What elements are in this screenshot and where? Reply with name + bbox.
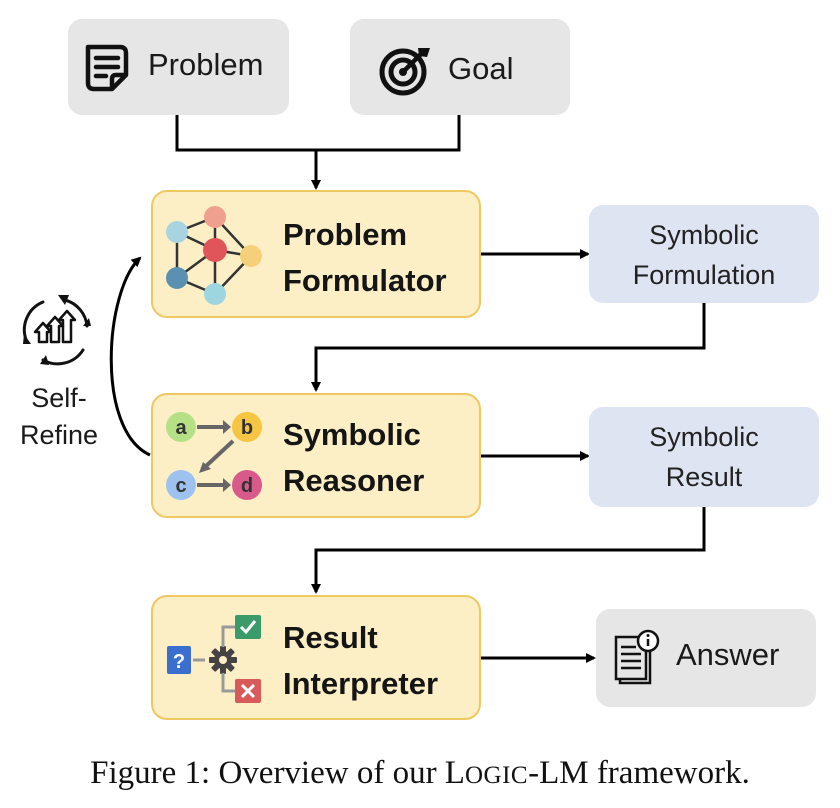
problem-input-box: Problem: [68, 19, 289, 115]
document-icon: [85, 44, 129, 92]
reasoner-title: Symbolic Reasoner: [283, 412, 424, 504]
self-refine-label: Self- Refine: [0, 380, 118, 454]
node-d-label: d: [241, 475, 253, 497]
answer-label: Answer: [676, 637, 780, 672]
formulation-line1: Symbolic: [649, 220, 759, 250]
symbolic-result-box: Symbolic Result: [589, 407, 819, 507]
problem-label: Problem: [148, 47, 264, 82]
problem-formulator-module: Problem Formulator: [151, 190, 481, 318]
result-line2: Result: [665, 462, 743, 492]
formulator-title-line1: Problem: [283, 217, 408, 252]
symbolic-formulation-box: Symbolic Formulation: [589, 205, 819, 303]
goal-input-box: Goal: [350, 19, 570, 115]
caption-smallcaps: OGIC: [464, 762, 529, 789]
self-refine-arrow: [109, 256, 151, 457]
result-to-interpreter-arrow: [311, 507, 706, 594]
self-refine-icon: [22, 295, 91, 366]
node-a-label: a: [175, 417, 187, 439]
self-refine-line2: Refine: [19, 420, 99, 450]
symbolic-reasoner-module: a b c d Symbolic Reasoner: [151, 393, 481, 518]
interpreter-title: Result Interpreter: [283, 615, 438, 707]
figure-caption: Figure 1: Overview of our LOGIC-LM frame…: [0, 755, 840, 792]
target-icon: [379, 48, 430, 96]
interpreter-title-line2: Interpreter: [283, 666, 439, 701]
caption-prefix: Figure 1: Overview of our L: [90, 755, 465, 791]
result-line1: Symbolic: [649, 422, 759, 452]
answer-box: Answer: [596, 609, 816, 707]
goal-label: Goal: [448, 51, 514, 86]
problem-connector: [175, 115, 461, 152]
node-b-label: b: [241, 417, 253, 439]
formulation-to-reasoner-arrow: [311, 303, 706, 392]
formulator-title: Problem Formulator: [283, 212, 447, 304]
caption-suffix: -LM framework.: [528, 755, 750, 791]
node-c-label: c: [175, 475, 186, 497]
reasoner-title-line1: Symbolic: [283, 417, 421, 452]
interpreter-title-line1: Result: [283, 620, 378, 655]
info-document-icon: [614, 629, 660, 685]
result-interpreter-module: ? Result Interpreter: [151, 595, 481, 720]
self-refine-line1: Self-: [31, 383, 87, 413]
formulator-title-line2: Formulator: [283, 263, 447, 298]
network-graph-icon: [166, 206, 262, 305]
logic-steps-icon: a b c d: [166, 412, 262, 500]
question-mark: ?: [173, 651, 185, 673]
reasoner-title-line2: Reasoner: [283, 463, 425, 498]
decision-icon: ?: [167, 615, 261, 703]
formulation-line2: Formulation: [632, 260, 776, 290]
